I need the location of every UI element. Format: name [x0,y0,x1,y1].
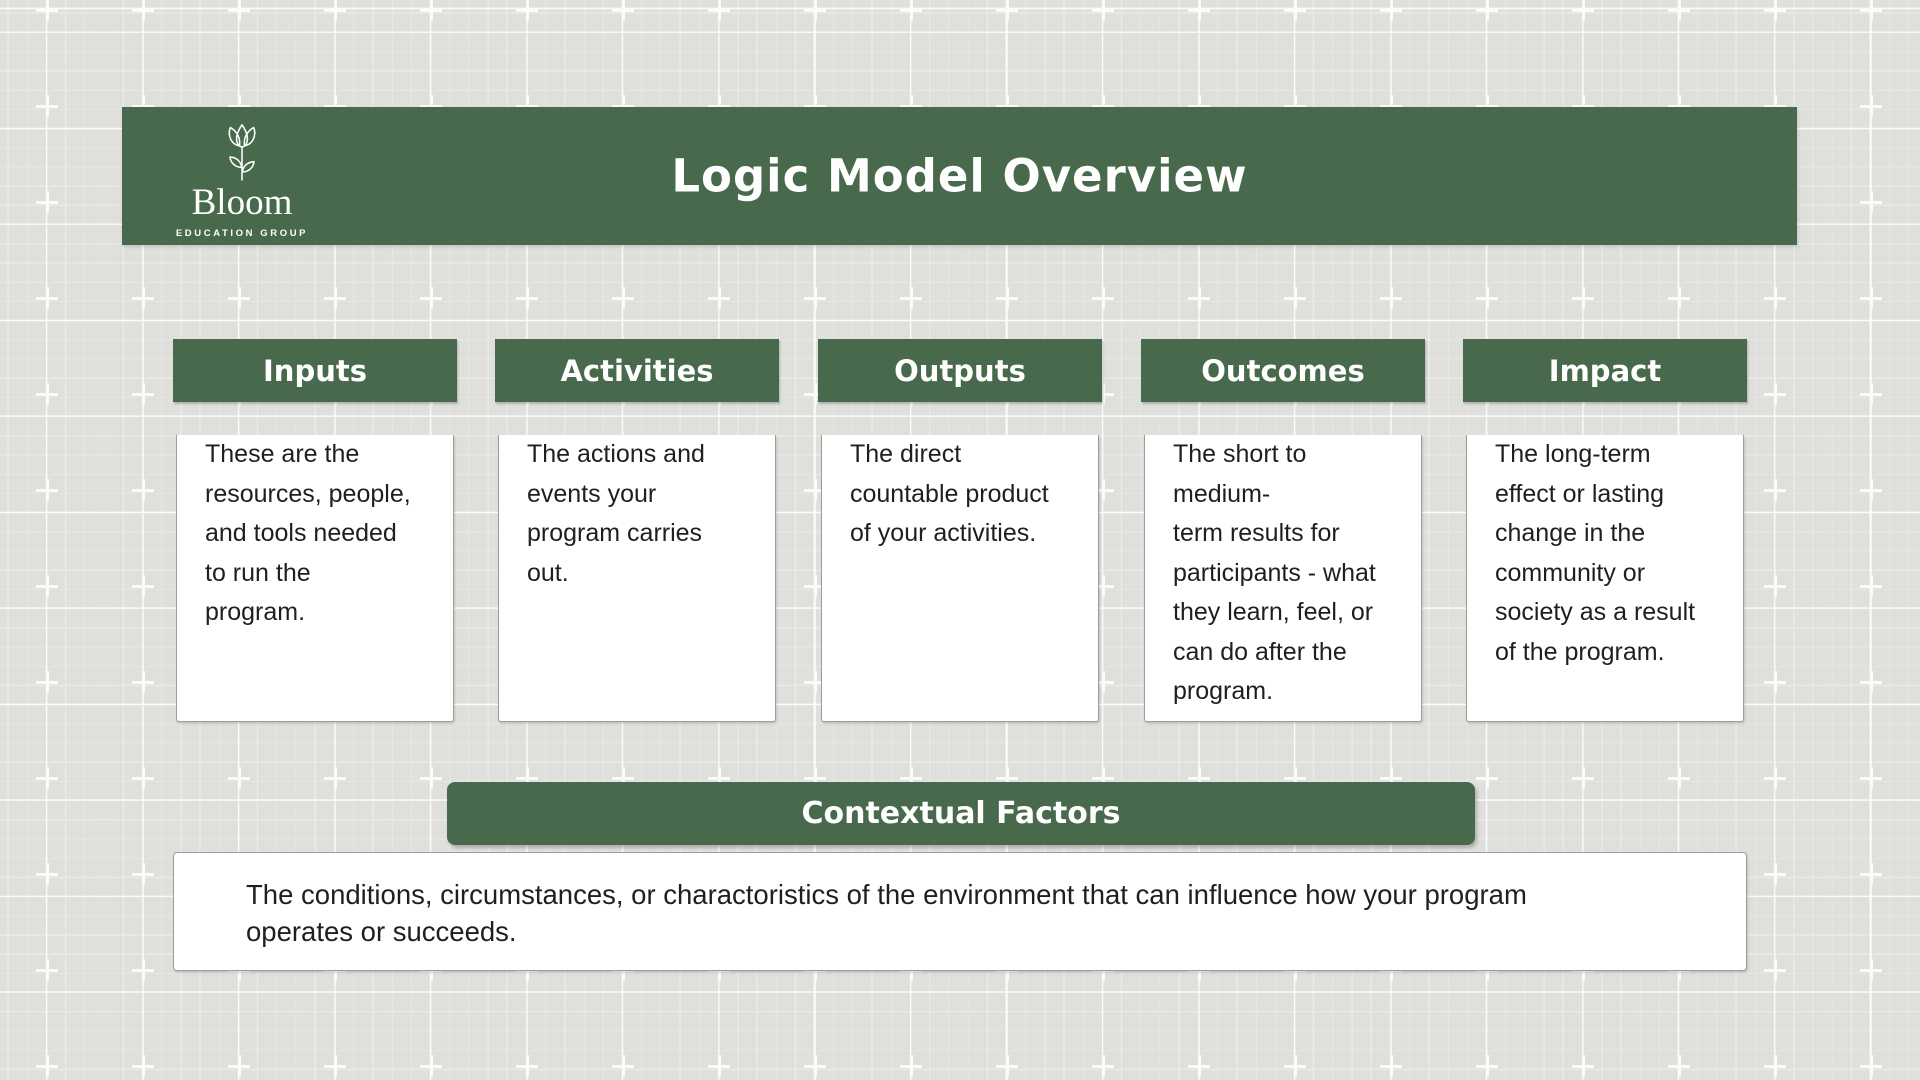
card-activities: Activities The actions and events your p… [495,339,779,722]
contextual-factors-title: Contextual Factors [801,796,1121,831]
card-outcomes-header: Outcomes [1141,339,1425,402]
card-activities-description: The actions and events your program carr… [527,440,705,587]
card-activities-body: The actions and events your program carr… [498,435,776,722]
card-inputs-description: These are the resources, people, and too… [205,440,411,626]
card-outcomes-description: The short to medium- term results for pa… [1173,440,1376,705]
card-inputs-body: These are the resources, people, and too… [176,435,454,722]
contextual-factors-box: The conditions, circumstances, or charac… [173,852,1747,971]
card-impact-description: The long-term effect or lasting change i… [1495,440,1696,666]
page-title: Logic Model Overview [671,149,1248,203]
card-inputs: Inputs These are the resources, people, … [173,339,457,722]
card-outputs-body: The direct countable product of your act… [821,435,1099,722]
card-inputs-title: Inputs [263,353,367,388]
card-impact-body: The long-term effect or lasting change i… [1466,435,1744,722]
card-outcomes-title: Outcomes [1201,353,1365,388]
brand-logo: Bloom EDUCATION GROUP [157,121,327,239]
card-inputs-header: Inputs [173,339,457,402]
flower-tulip-icon [157,121,327,183]
card-impact-header: Impact [1463,339,1747,402]
card-outputs: Outputs The direct countable product of … [818,339,1102,722]
card-outcomes-body: The short to medium- term results for pa… [1144,435,1422,722]
card-outputs-header: Outputs [818,339,1102,402]
card-activities-header: Activities [495,339,779,402]
card-outputs-description: The direct countable product of your act… [850,440,1049,547]
contextual-factors-header: Contextual Factors [447,782,1475,845]
header-bar: Bloom EDUCATION GROUP Logic Model Overvi… [122,107,1797,245]
card-outcomes: Outcomes The short to medium- term resul… [1141,339,1425,722]
card-impact: Impact The long-term effect or lasting c… [1463,339,1747,722]
card-outputs-title: Outputs [894,353,1026,388]
brand-subtitle: EDUCATION GROUP [175,227,309,239]
contextual-factors-description: The conditions, circumstances, or charac… [246,879,1527,947]
brand-name: Bloom [191,182,293,223]
card-impact-title: Impact [1548,353,1662,388]
card-activities-title: Activities [560,353,714,388]
